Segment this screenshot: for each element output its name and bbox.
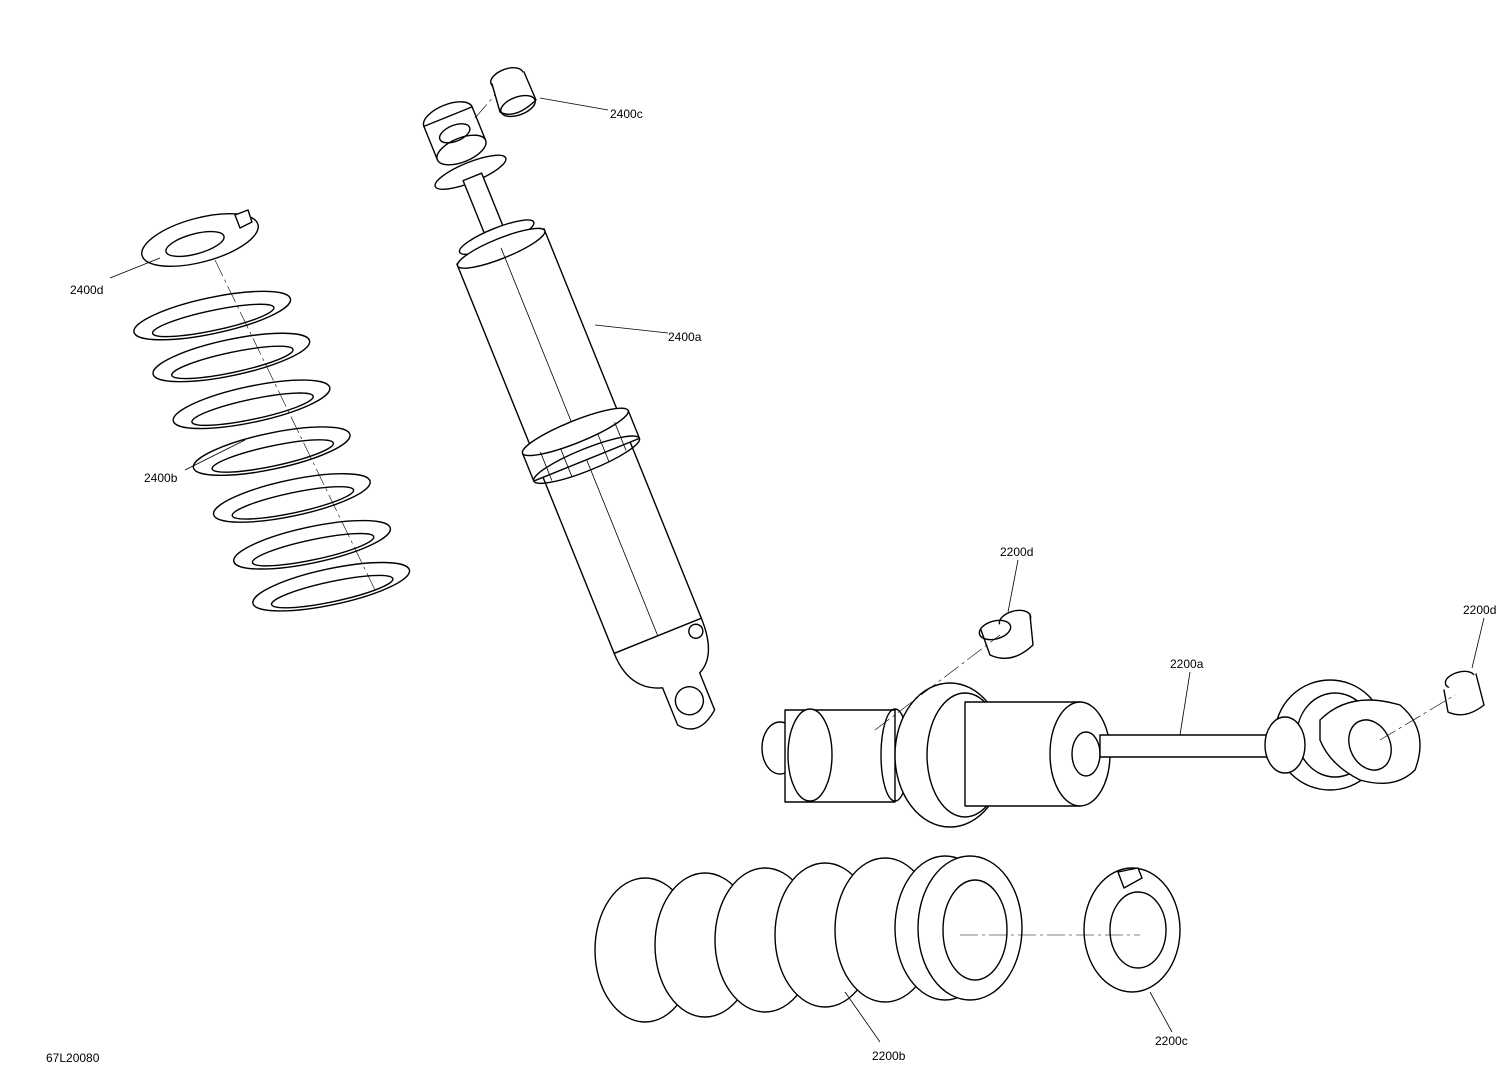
leader-line-2200d-right	[1471, 617, 1485, 669]
callout-2400d[interactable]: 2400d	[70, 283, 103, 297]
spring-stop-2200c[interactable]	[1083, 867, 1181, 993]
bushing-2200d-right[interactable]	[1443, 668, 1485, 716]
leader-line-2200c	[1149, 991, 1173, 1033]
callout-2200b[interactable]: 2200b	[872, 1049, 906, 1063]
leader-line-2400d	[109, 257, 161, 279]
callout-2400a[interactable]: 2400a	[668, 330, 702, 344]
leader-line-2400c	[539, 97, 609, 111]
bushing-2200d-left[interactable]	[977, 607, 1034, 659]
leader-line-2400b	[184, 439, 246, 471]
axis-line	[1379, 694, 1456, 741]
callout-2400c[interactable]: 2400c	[610, 107, 643, 121]
axis-line	[874, 634, 1001, 731]
shock-absorber-2400a[interactable]	[391, 84, 748, 750]
callout-2200c[interactable]: 2200c	[1155, 1034, 1188, 1048]
leader-line-2200d-left	[1007, 559, 1019, 613]
bushing-2400c[interactable]	[488, 64, 538, 121]
coil-spring-2200b[interactable]	[594, 855, 1023, 1023]
callout-2400b[interactable]: 2400b	[144, 471, 178, 485]
spring-seat-2400d[interactable]	[136, 203, 263, 277]
leader-line-2200a	[1179, 671, 1191, 736]
leader-line-2400a	[594, 324, 669, 334]
drawing-number: 67L20080	[46, 1051, 100, 1065]
callout-2200a[interactable]: 2200a	[1170, 657, 1204, 671]
callout-2200d-left[interactable]: 2200d	[1000, 545, 1033, 559]
axis-line	[474, 94, 496, 119]
leader-line-2200b	[844, 991, 881, 1043]
axis-line	[214, 259, 376, 591]
shock-absorber-2200a[interactable]	[761, 679, 1421, 828]
callout-2200d-right[interactable]: 2200d	[1463, 603, 1496, 617]
coil-spring-2400b[interactable]	[130, 269, 413, 634]
